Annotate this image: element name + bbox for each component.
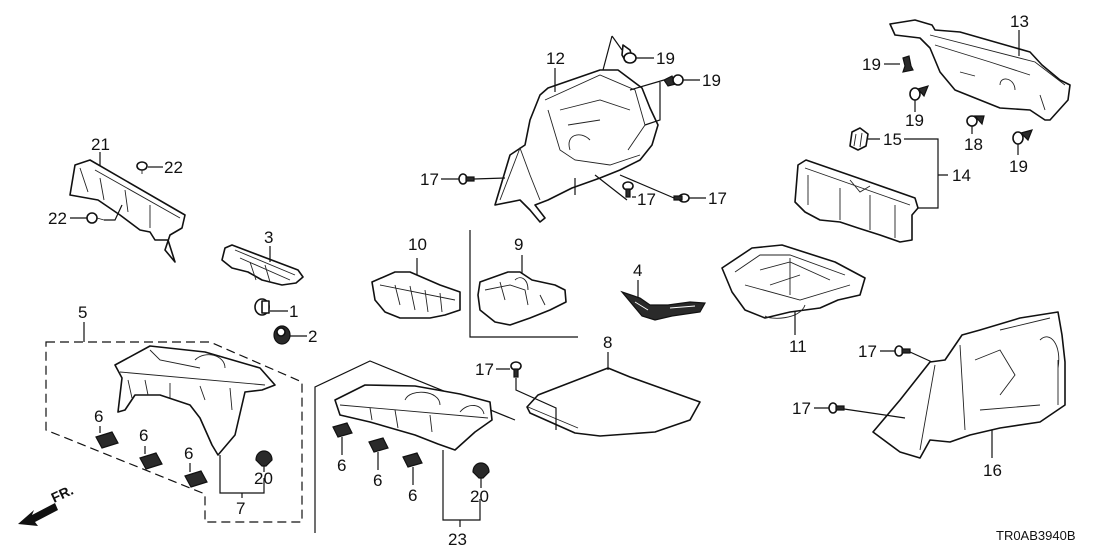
divider-10 (469, 230, 578, 338)
part-21-bracket[interactable] (69, 159, 186, 263)
leader-17b (574, 174, 636, 201)
arrow-icon (18, 503, 58, 526)
leader-17f (814, 407, 906, 419)
part-20-clip-b[interactable] (472, 462, 490, 479)
callout-15: 15 (883, 130, 902, 149)
callout-19d: 19 (905, 111, 924, 130)
group-5-outline (45, 341, 303, 523)
part-17-clip-a[interactable] (458, 173, 475, 185)
part-11-spacer[interactable] (371, 271, 461, 319)
callout-14: 14 (952, 166, 971, 185)
callout-6c: 6 (184, 444, 193, 463)
front-label: FR. (49, 482, 76, 506)
callout-21: 21 (91, 135, 110, 154)
callout-17c: 17 (708, 189, 727, 208)
callout-22a: 22 (164, 158, 183, 177)
callout-17b: 17 (637, 190, 656, 209)
callout-23: 23 (448, 530, 467, 549)
callout-19b: 19 (702, 71, 721, 90)
part-18-clip[interactable] (966, 115, 985, 127)
part-14-rear-panel-lining[interactable] (794, 159, 919, 243)
callout-2: 2 (308, 327, 317, 346)
part-4-bracket[interactable] (620, 290, 706, 321)
leader-17e (880, 350, 933, 363)
callout-20a: 20 (254, 469, 273, 488)
callout-6a: 6 (94, 407, 103, 426)
part-6-clip-e[interactable] (368, 437, 389, 453)
leader-17c (619, 174, 706, 199)
callout-13-label: 13 (1010, 12, 1029, 31)
callout-17a: 17 (420, 170, 439, 189)
callout-1: 1 (289, 302, 298, 321)
callout-18: 18 (964, 135, 983, 154)
part-6-clip-b[interactable] (139, 452, 163, 470)
callout-6d: 6 (337, 456, 346, 475)
callout-20b: 20 (470, 487, 489, 506)
callout-17e: 17 (858, 342, 877, 361)
callout-5: 5 (78, 303, 87, 322)
part-6-clip-d[interactable] (332, 422, 353, 438)
leader-15 (868, 138, 948, 209)
callout-17f: 17 (792, 399, 811, 418)
leader-22b (70, 204, 123, 221)
part-22-clip-a[interactable] (136, 161, 148, 174)
callout-17d: 17 (475, 360, 494, 379)
part-9-floor-box[interactable] (721, 244, 866, 319)
callout-16: 16 (983, 461, 1002, 480)
part-19-clip-e[interactable] (1012, 129, 1034, 145)
callout-6f: 6 (408, 486, 417, 505)
leader-19b (629, 79, 700, 126)
callout-10: 9 (514, 235, 523, 254)
part-15-clip[interactable] (849, 127, 869, 151)
callout-8: 8 (603, 333, 612, 352)
callout-19c: 19 (862, 55, 881, 74)
leader-7 (219, 455, 265, 498)
part-17-clip-c[interactable] (673, 193, 690, 203)
part-17-clip-f[interactable] (828, 402, 845, 414)
callout-19e-label: 19 (1009, 157, 1028, 176)
callout-7: 7 (236, 499, 245, 518)
callout-6b: 6 (139, 426, 148, 445)
part-12-side-lining[interactable] (494, 69, 659, 223)
part-16-side-lining-l[interactable] (872, 311, 1066, 459)
part-19-clip-a[interactable] (621, 44, 637, 64)
callout-11: 10 (408, 235, 427, 254)
part-19-clip-d[interactable] (909, 85, 930, 101)
part-17-clip-b[interactable] (622, 181, 634, 198)
leader-17a (441, 177, 506, 180)
callout-19a: 19 (656, 49, 675, 68)
part-1-bulb[interactable] (254, 298, 270, 316)
leader-23 (442, 450, 481, 527)
part-6-clip-f[interactable] (402, 452, 423, 468)
part-7-rear-tray[interactable] (114, 345, 276, 456)
callout-12-label: 12 (546, 49, 565, 68)
part-17-clip-d[interactable] (510, 361, 522, 378)
part-22-clip-b[interactable] (86, 212, 105, 224)
part-3-light-assembly[interactable] (221, 244, 304, 286)
part-19-clip-c[interactable] (902, 55, 914, 73)
part-6-clip-a[interactable] (95, 431, 119, 449)
part-8-floor-lid[interactable] (526, 367, 701, 437)
callout-9-label: 11 (789, 337, 807, 356)
part-19-clip-b[interactable] (663, 74, 684, 87)
callout-6e: 6 (373, 471, 382, 490)
part-17-clip-e[interactable] (894, 345, 911, 357)
diagram-code: TR0AB3940B (996, 528, 1076, 543)
part-2-socket[interactable] (273, 325, 291, 345)
part-20-clip-a[interactable] (255, 450, 273, 467)
leader-19a (602, 35, 654, 71)
callout-3: 3 (264, 228, 273, 247)
part-10-tool-holder[interactable] (477, 271, 567, 326)
part-6-clip-c[interactable] (184, 470, 208, 488)
leader-17d (496, 368, 557, 430)
part-13-lid-lining[interactable] (889, 19, 1071, 121)
callout-4: 4 (633, 261, 642, 280)
callout-22b: 22 (48, 209, 67, 228)
front-direction-arrow: FR. (18, 482, 76, 526)
part-23-rear-tray[interactable] (334, 384, 493, 451)
